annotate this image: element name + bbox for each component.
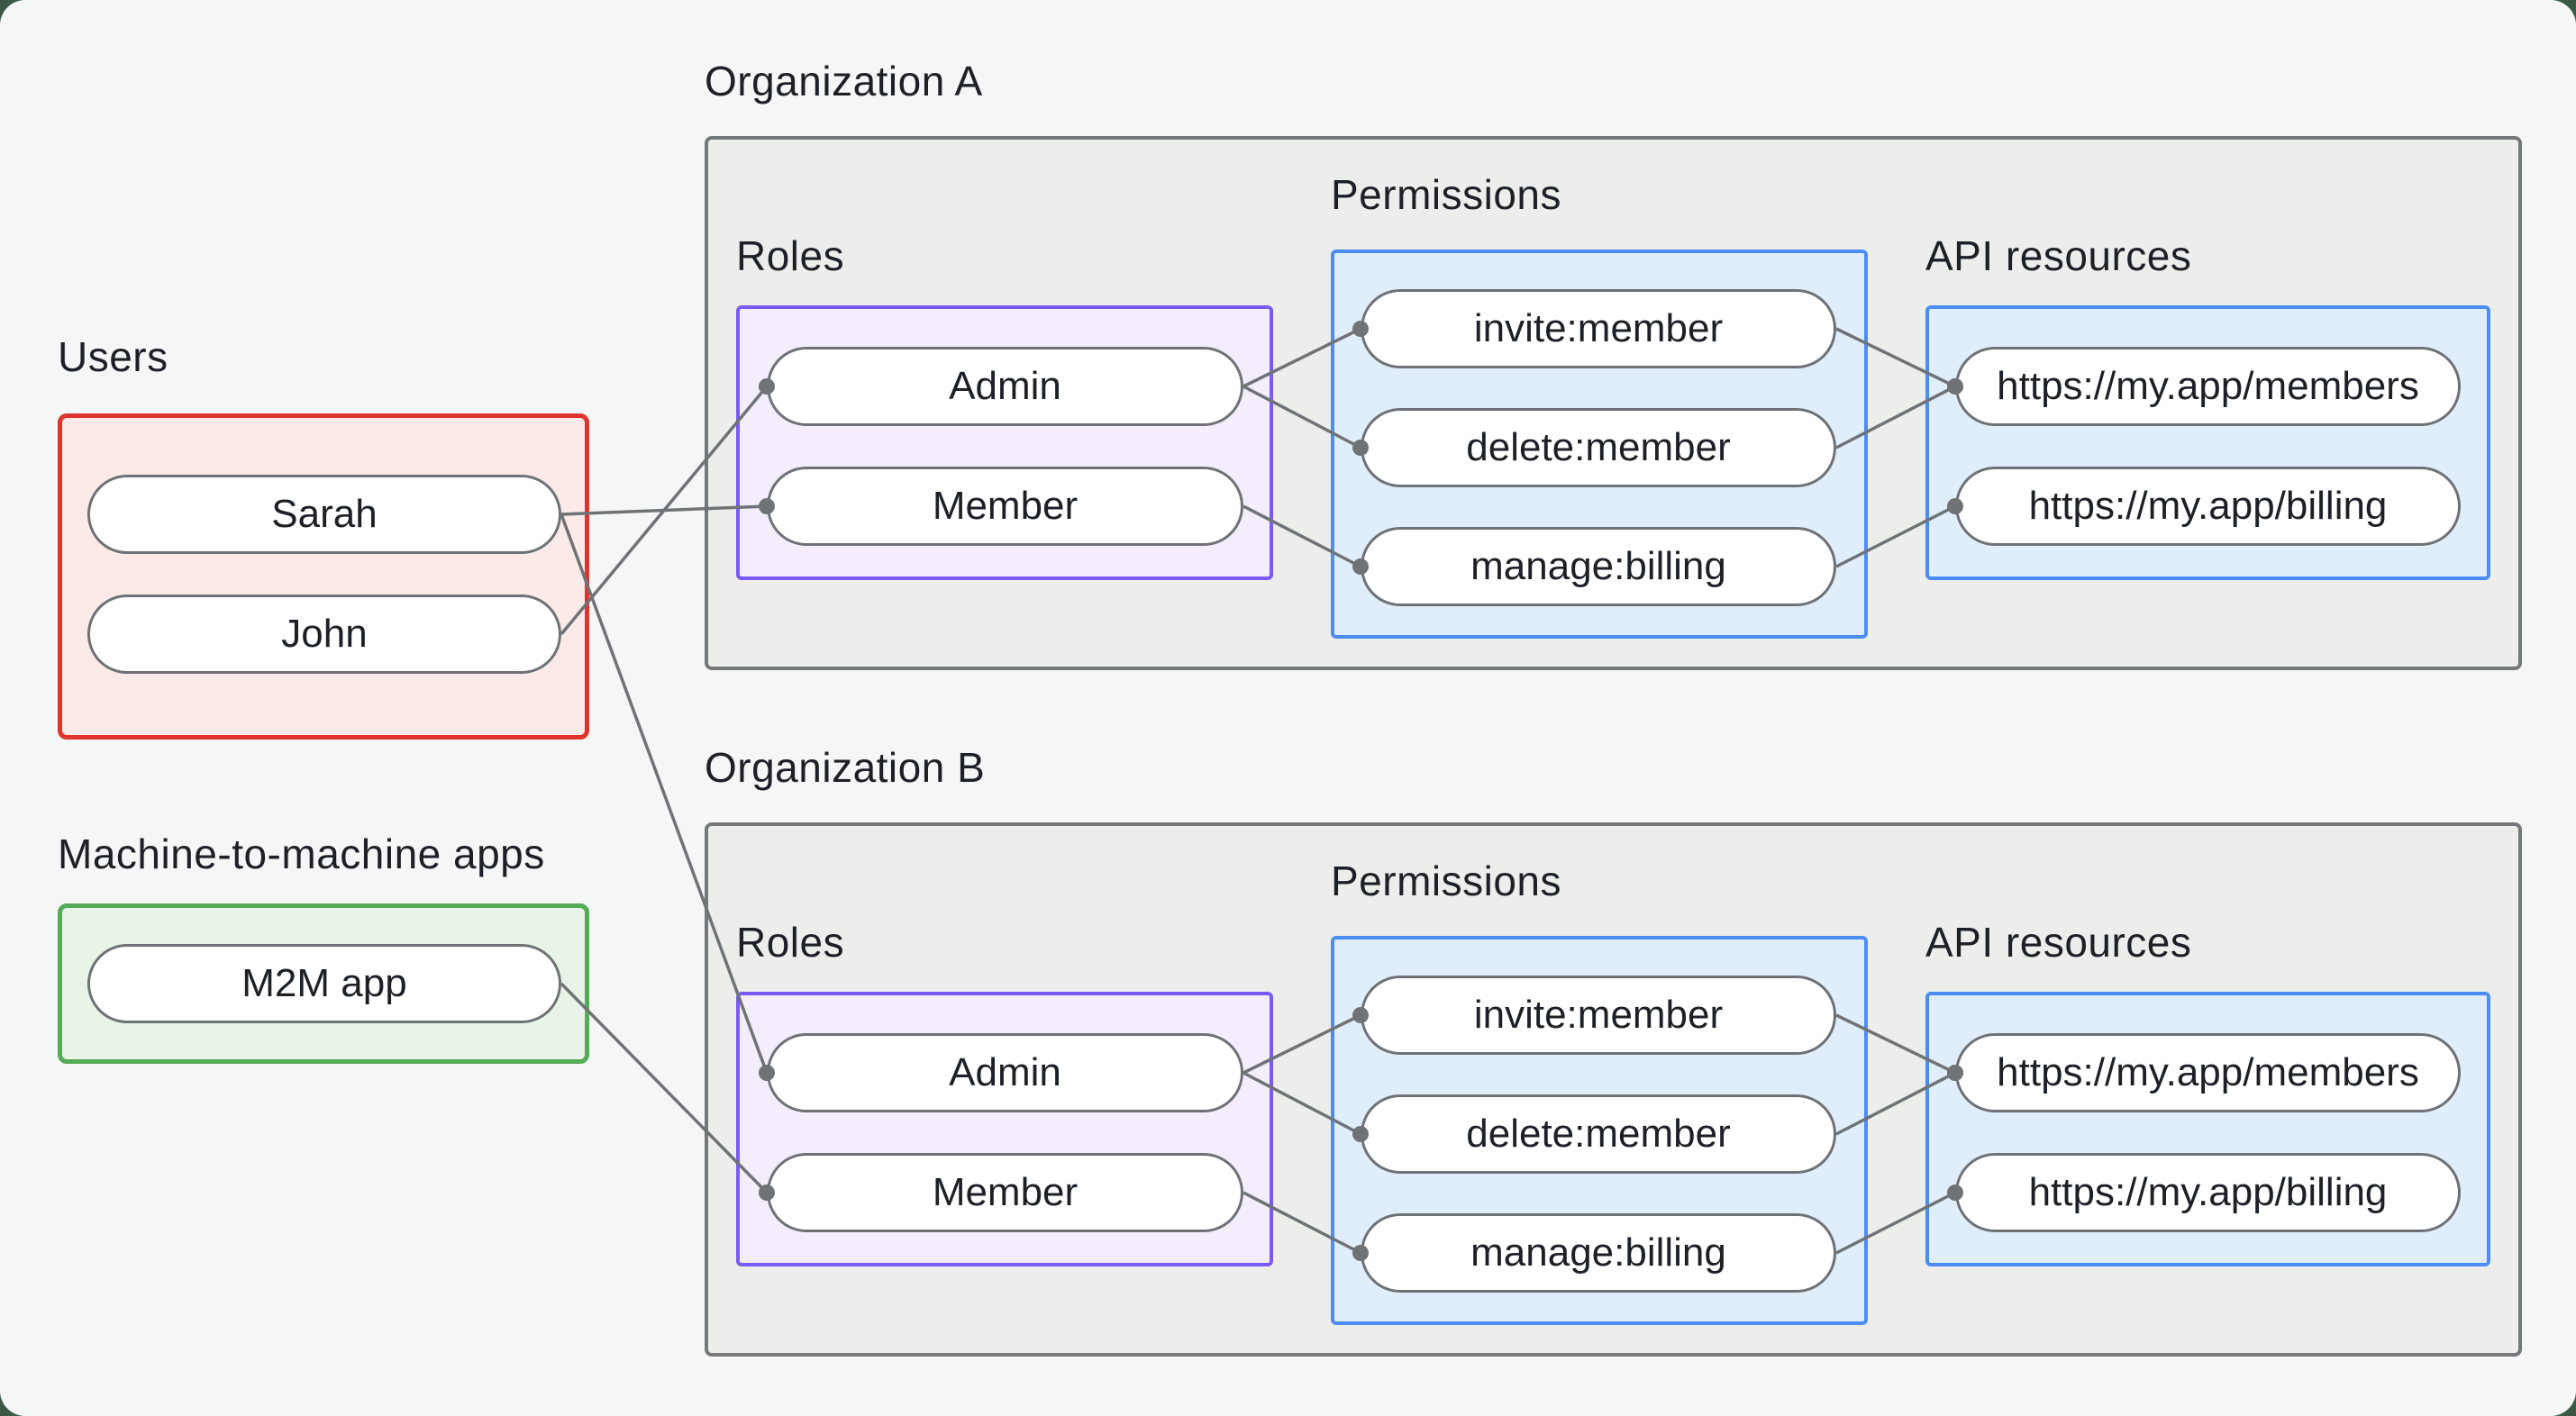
node-label: invite:member [1473, 993, 1724, 1037]
node-label: Admin [949, 364, 1061, 408]
node-label: invite:member [1473, 306, 1724, 350]
node-label: https://my.app/billing [2028, 1170, 2388, 1214]
org-a-title: Organization A [705, 58, 983, 104]
node-label: manage:billing [1470, 1230, 1726, 1275]
node-label: John [281, 612, 368, 656]
org-b-title: Organization B [705, 744, 986, 791]
users-group-box [58, 413, 589, 740]
node-org-b-role-member: Member [767, 1153, 1243, 1232]
node-label: Member [932, 1170, 1079, 1214]
node-org-b-api-members: https://my.app/members [1955, 1033, 2461, 1112]
node-label: https://my.app/members [1997, 1050, 2419, 1094]
node-org-a-role-admin: Admin [767, 347, 1243, 426]
node-label: delete:member [1466, 425, 1731, 469]
node-label: manage:billing [1470, 544, 1726, 588]
org-b-api-resources-title: API resources [1925, 919, 2192, 966]
node-org-b-permission-invite-member: invite:member [1361, 976, 1836, 1055]
m2m-group-title: Machine-to-machine apps [58, 831, 545, 877]
node-label: https://my.app/billing [2028, 484, 2388, 528]
node-m2m-app: M2M app [87, 944, 561, 1023]
node-label: delete:member [1466, 1112, 1731, 1156]
node-org-b-role-admin: Admin [767, 1033, 1243, 1112]
node-label: Sarah [271, 492, 378, 536]
node-org-a-permission-delete-member: delete:member [1361, 408, 1836, 487]
node-org-b-api-billing: https://my.app/billing [1955, 1153, 2461, 1232]
node-user-john: John [87, 595, 561, 674]
org-b-permissions-title: Permissions [1331, 858, 1562, 904]
node-org-b-permission-manage-billing: manage:billing [1361, 1213, 1836, 1293]
org-a-permissions-title: Permissions [1331, 171, 1562, 218]
users-group-title: Users [58, 333, 168, 380]
node-label: https://my.app/members [1997, 364, 2419, 408]
node-org-a-role-member: Member [767, 467, 1243, 546]
node-org-a-permission-invite-member: invite:member [1361, 289, 1836, 368]
node-label: Admin [949, 1050, 1061, 1094]
org-a-roles-title: Roles [736, 232, 845, 279]
node-org-a-api-billing: https://my.app/billing [1955, 467, 2461, 546]
node-org-b-permission-delete-member: delete:member [1361, 1094, 1836, 1174]
node-user-sarah: Sarah [87, 475, 561, 554]
node-label: Member [932, 484, 1079, 528]
node-org-a-permission-manage-billing: manage:billing [1361, 527, 1836, 606]
org-a-api-resources-title: API resources [1925, 232, 2192, 279]
node-org-a-api-members: https://my.app/members [1955, 347, 2461, 426]
node-label: M2M app [241, 961, 407, 1005]
org-b-roles-title: Roles [736, 919, 845, 966]
